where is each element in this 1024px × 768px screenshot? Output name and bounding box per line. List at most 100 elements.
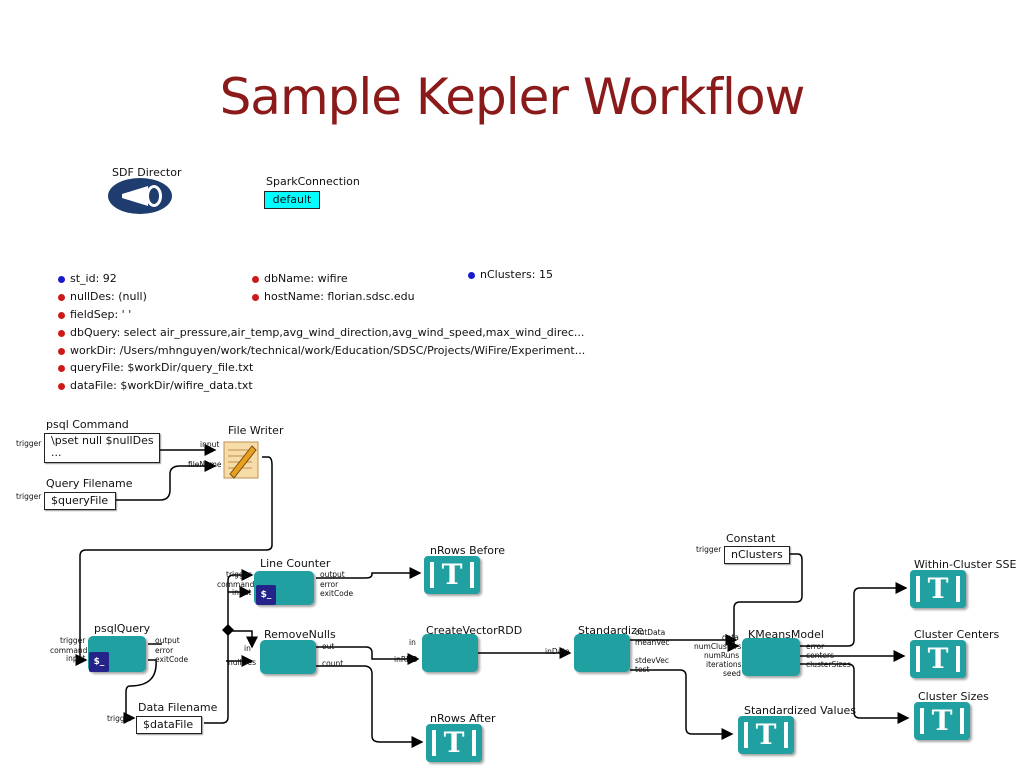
param-st-id[interactable]: st_id: 92 [58, 272, 117, 285]
line-counter-actor[interactable]: $_ [254, 571, 314, 605]
port-label: numClusters [694, 642, 742, 651]
param-dot-icon [58, 329, 65, 337]
port-label: input [232, 588, 252, 597]
standardize-label: Standardize [578, 624, 644, 637]
port-label: in [409, 638, 416, 647]
param-hostname[interactable]: hostName: florian.sdsc.edu [252, 290, 415, 303]
port-label: input [200, 440, 220, 449]
psql-command-label: psql Command [46, 418, 129, 431]
wire [116, 460, 217, 501]
wire [727, 553, 803, 652]
param-dot-icon [58, 275, 65, 283]
kmeans-actor[interactable] [742, 638, 800, 676]
wire [316, 646, 420, 665]
param-dot-icon [58, 293, 65, 301]
wire [123, 659, 157, 724]
nrows-before-display[interactable]: T [424, 556, 480, 594]
param-nulldes[interactable]: nullDes: (null) [58, 290, 147, 303]
port-label: centers [806, 651, 835, 660]
port-label: trigger [226, 570, 252, 579]
port-label: stdevVec [635, 656, 669, 665]
nrows-before-label: nRows Before [430, 544, 506, 557]
query-filename-actor[interactable]: $queryFile [44, 492, 116, 510]
param-dbname[interactable]: dbName: wifire [252, 272, 348, 285]
nrows-after-display[interactable]: T [426, 724, 482, 762]
data-filename-label: Data Filename [138, 701, 218, 714]
create-vector-rdd-label: CreateVectorRDD [426, 624, 523, 637]
cluster-sizes-display[interactable]: T [914, 702, 970, 740]
remove-nulls-actor[interactable] [260, 640, 316, 674]
t-icon: T [755, 718, 777, 751]
port-label: error [806, 642, 825, 651]
cluster-centers-display[interactable]: T [910, 640, 966, 678]
port-label: trigger [696, 545, 722, 554]
port-label: trigger [16, 492, 42, 501]
port-label: test [635, 665, 650, 674]
t-icon: T [931, 704, 953, 737]
remove-nulls-label: RemoveNulls [264, 628, 336, 641]
kmeans-label: KMeansModel [748, 628, 824, 641]
t-icon: T [443, 726, 465, 759]
port-label: out [322, 642, 335, 651]
wire [800, 663, 910, 724]
port-label: in [244, 644, 251, 653]
port-label: iterations [706, 660, 742, 669]
wire [316, 567, 422, 579]
director-label: SDF Director [112, 166, 182, 179]
port-label: trigger [60, 636, 86, 645]
create-vector-rdd-actor[interactable] [422, 634, 478, 672]
port-label: error [320, 580, 339, 589]
t-icon: T [927, 572, 949, 605]
constant-actor[interactable]: nClusters [724, 546, 790, 564]
query-filename-label: Query Filename [46, 477, 133, 490]
port-label: fileName [188, 460, 222, 469]
file-writer-label: File Writer [228, 424, 284, 437]
within-cluster-sse-display[interactable]: T [910, 570, 966, 608]
port-label: output [155, 636, 180, 645]
psql-command-actor[interactable]: \pset null $nullDes ... [44, 433, 160, 463]
param-fieldsep[interactable]: fieldSep: ' ' [58, 308, 131, 321]
t-icon: T [927, 642, 949, 675]
wire [630, 669, 734, 740]
param-dot-icon [58, 347, 65, 355]
wire [228, 630, 258, 649]
wire [204, 569, 254, 724]
param-dot-icon [252, 275, 259, 283]
param-dot-icon [58, 382, 65, 390]
port-label: meanVec [635, 638, 670, 647]
param-dot-icon [252, 293, 259, 301]
wire [316, 665, 424, 748]
wire [75, 456, 273, 666]
psql-query-actor[interactable]: $_ [88, 636, 146, 672]
standardize-actor[interactable] [574, 634, 630, 672]
param-workdir[interactable]: workDir: /Users/mhnguyen/work/technical/… [58, 344, 585, 357]
cluster-centers-label: Cluster Centers [914, 628, 1000, 641]
port-label: output [320, 570, 345, 579]
port-label: error [155, 646, 174, 655]
nrows-after-label: nRows After [430, 712, 496, 725]
data-filename-actor[interactable]: $dataFile [136, 716, 202, 734]
port-label: exitCode [155, 655, 189, 664]
port-label: input [66, 654, 86, 663]
standardized-values-label: Standardized Values [744, 704, 857, 717]
port-label: nullDes [228, 658, 256, 667]
port-label: numRuns [704, 651, 740, 660]
spark-connection-value[interactable]: default [264, 191, 320, 209]
port-label: trigger [107, 714, 133, 723]
psql-query-label: psqlQuery [94, 622, 151, 635]
cluster-sizes-label: Cluster Sizes [918, 690, 989, 703]
standardized-values-display[interactable]: T [738, 716, 794, 754]
param-queryfile[interactable]: queryFile: $workDir/query_file.txt [58, 361, 253, 374]
terminal-icon: $_ [256, 585, 276, 605]
spark-connection-label: SparkConnection [266, 175, 360, 188]
sdf-director-icon[interactable] [108, 178, 172, 214]
param-datafile[interactable]: dataFile: $workDir/wifire_data.txt [58, 379, 253, 392]
param-nclusters[interactable]: nClusters: 15 [468, 268, 553, 281]
param-dbquery[interactable]: dbQuery: select air_pressure,air_temp,av… [58, 326, 584, 339]
port-label: inData [545, 647, 570, 656]
file-writer-icon[interactable] [222, 440, 260, 480]
psql-command-value: \pset null $nullDes [51, 434, 154, 447]
param-dot-icon [58, 364, 65, 372]
port-label: command [217, 580, 255, 589]
